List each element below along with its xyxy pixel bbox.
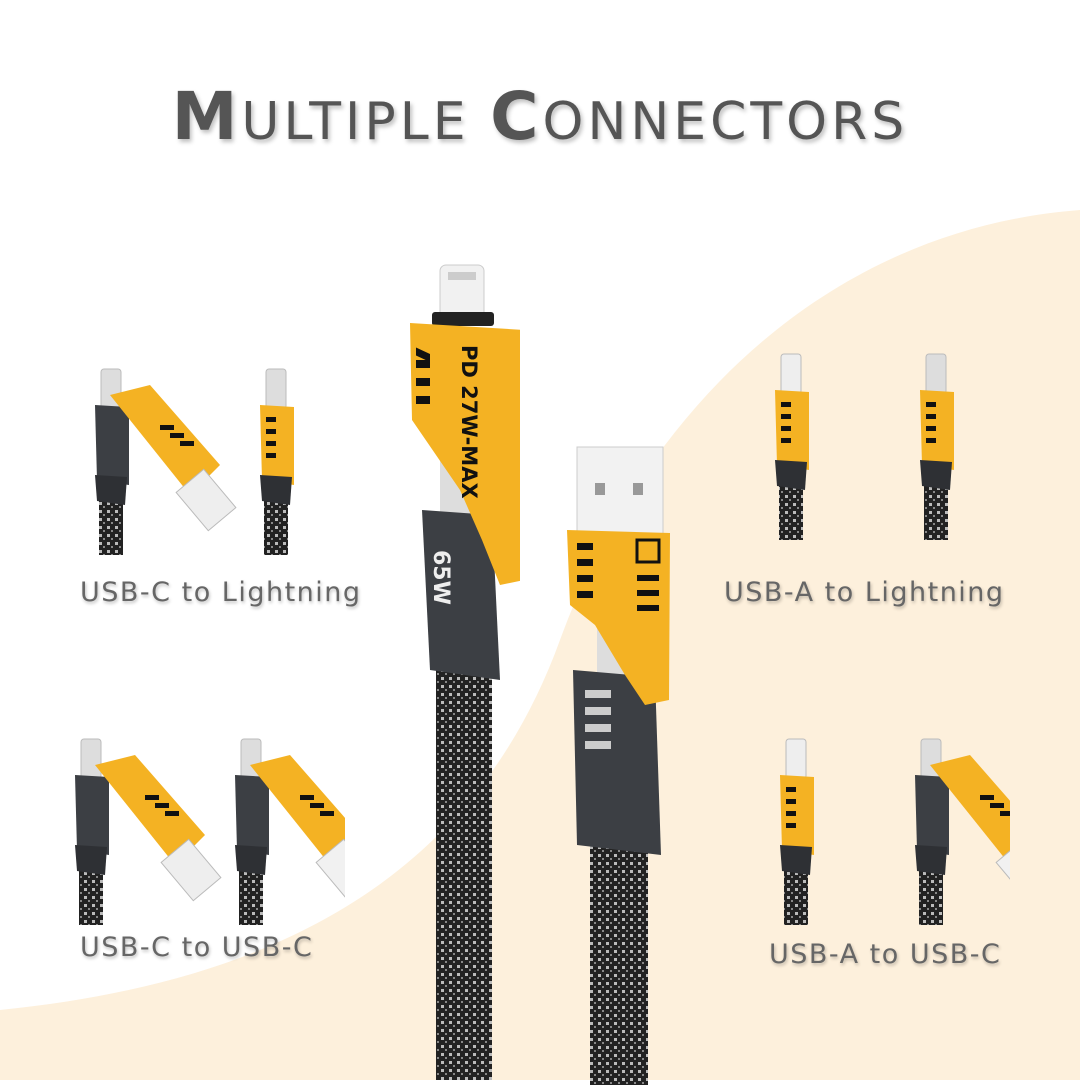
strain-relief bbox=[75, 845, 107, 875]
svg-text:PD 27W-MAX: PD 27W-MAX bbox=[457, 345, 481, 499]
strain-relief bbox=[915, 845, 947, 875]
strain-relief bbox=[920, 460, 952, 490]
swivel-sleeve bbox=[95, 755, 205, 865]
swivel-sleeve bbox=[930, 755, 1010, 865]
strain-relief bbox=[260, 475, 292, 505]
lightning-connector bbox=[925, 353, 947, 395]
braided-cable bbox=[590, 845, 648, 1085]
page-title: MULTIPLE CONNECTORS bbox=[171, 78, 909, 155]
swivel-sleeve bbox=[250, 755, 345, 865]
option-label-usbc-usbc: USB-C to USB-C bbox=[80, 932, 314, 963]
lightning-connector bbox=[995, 838, 1010, 902]
usbc-connector bbox=[80, 738, 102, 780]
connector-body bbox=[780, 775, 814, 855]
usbc-body bbox=[422, 510, 500, 680]
connector-body bbox=[75, 775, 109, 855]
usba-connector bbox=[175, 468, 237, 532]
braided-cable bbox=[436, 670, 492, 1080]
pd-sleeve bbox=[410, 323, 520, 585]
connector-body bbox=[775, 390, 809, 470]
usba-connector bbox=[785, 738, 807, 780]
option-label-usba-lightning: USB-A to Lightning bbox=[724, 577, 1005, 608]
lightning-connector bbox=[315, 838, 345, 902]
strain-relief bbox=[95, 475, 127, 505]
connector-body bbox=[95, 405, 129, 485]
strain-relief bbox=[775, 460, 807, 490]
strain-relief bbox=[780, 845, 812, 875]
usba-to-lightning-image bbox=[775, 353, 954, 540]
usbc-body bbox=[573, 670, 661, 855]
lightning-connector bbox=[265, 368, 287, 410]
option-label-usba-usbc: USB-A to USB-C bbox=[769, 939, 1002, 970]
connector-body bbox=[920, 390, 954, 470]
usbc-to-lightning-image bbox=[95, 368, 294, 555]
main-cable-usba-usbc bbox=[567, 446, 670, 1085]
connector-body bbox=[915, 775, 949, 855]
usba-sleeve bbox=[567, 530, 670, 705]
usba-connector bbox=[780, 353, 802, 395]
usba-connector bbox=[576, 446, 664, 538]
main-cable-lightning-usbc: 65W PD 27W-MAX bbox=[410, 264, 520, 1080]
usbc-to-usbc-image bbox=[75, 738, 345, 925]
swivel-sleeve bbox=[110, 385, 220, 495]
usba-connector bbox=[160, 838, 222, 902]
strain-relief bbox=[235, 845, 267, 875]
svg-text:65W: 65W bbox=[428, 550, 453, 605]
connector-body bbox=[260, 405, 294, 485]
option-label-usbc-lightning: USB-C to Lightning bbox=[80, 577, 362, 608]
connector-body bbox=[235, 775, 269, 855]
usba-to-usbc-image bbox=[780, 738, 1010, 925]
